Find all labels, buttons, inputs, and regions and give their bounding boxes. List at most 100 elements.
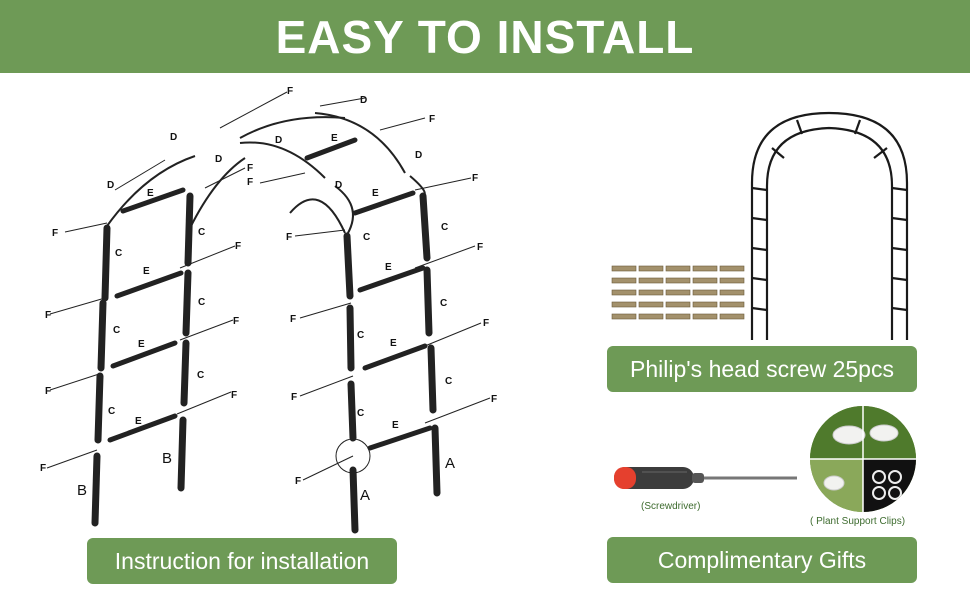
screw (719, 313, 745, 320)
label-c: C (113, 325, 120, 336)
screw-line (414, 245, 476, 269)
crossbar (110, 340, 178, 369)
label-f: F (429, 114, 435, 125)
label-f: F (45, 386, 51, 397)
leg-tube (180, 339, 190, 407)
screw (692, 277, 718, 284)
crossbar (357, 265, 426, 293)
screw-line (49, 297, 106, 315)
leg-tube (97, 299, 107, 372)
label-c: C (445, 376, 452, 387)
screw-line (204, 167, 246, 189)
screw (665, 277, 691, 284)
label-f: F (491, 394, 497, 405)
installation-diagram: F D F D D E D D D E F F D E F F C F C C … (40, 86, 497, 534)
screw (638, 301, 664, 308)
label-e: E (143, 266, 150, 277)
crossbar (107, 413, 178, 443)
label-f: F (287, 86, 293, 97)
label-e: E (385, 262, 392, 273)
screw (611, 313, 637, 320)
screw-line (64, 222, 108, 233)
screw-line (294, 229, 346, 237)
screw-line (46, 449, 98, 469)
leg-tube (347, 380, 357, 442)
plant-clips-image (810, 406, 916, 512)
label-f: F (290, 314, 296, 325)
screw (638, 265, 664, 272)
screw-line (379, 117, 426, 131)
leg-tube (423, 266, 433, 337)
leg-tube (94, 372, 104, 444)
screw (692, 301, 718, 308)
label-c: C (197, 370, 204, 381)
leg-tube (177, 416, 187, 492)
leg-tube (101, 224, 111, 302)
label-c: C (108, 406, 115, 417)
gifts-label: Complimentary Gifts (607, 537, 917, 583)
arch-segment (106, 155, 196, 227)
label-c: C (440, 298, 447, 309)
crossbar (367, 425, 433, 451)
header-banner: EASY TO INSTALL (0, 0, 970, 73)
label-c: C (198, 227, 205, 238)
screw-line (259, 172, 306, 184)
screw (719, 265, 745, 272)
leg-tube (349, 466, 359, 534)
screw-line (302, 455, 354, 481)
screw (665, 265, 691, 272)
label-f: F (247, 177, 253, 188)
screw (692, 265, 718, 272)
arch-segment (314, 112, 406, 174)
label-c: C (357, 408, 364, 419)
screwdriver-image (614, 467, 797, 489)
screw (692, 313, 718, 320)
label-d: D (415, 150, 422, 161)
label-d: D (170, 132, 177, 143)
clips-caption: ( Plant Support Clips) (810, 516, 906, 527)
label-f: F (231, 390, 237, 401)
arch-image (750, 111, 909, 340)
label-d: D (275, 135, 282, 146)
label-c: C (115, 248, 122, 259)
crossbar (120, 187, 186, 214)
label-f: F (472, 173, 478, 184)
screw (719, 289, 745, 296)
screw-line (319, 97, 366, 107)
screw-line (179, 319, 234, 341)
label-f: F (40, 463, 46, 474)
label-f: F (235, 241, 241, 252)
label-f: F (286, 232, 292, 243)
screw (611, 277, 637, 284)
screw (611, 265, 637, 272)
screw (665, 313, 691, 320)
label-e: E (372, 188, 379, 199)
detail-circle (335, 438, 371, 474)
screw-line (176, 391, 232, 415)
screw (665, 301, 691, 308)
screw-line (114, 159, 166, 191)
crossbar (352, 190, 416, 216)
label-a: A (360, 487, 370, 504)
label-f: F (295, 476, 301, 487)
screw (638, 313, 664, 320)
label-f: F (233, 316, 239, 327)
screws-image (611, 265, 745, 320)
screwdriver-caption: (Screwdriver) (641, 501, 701, 512)
leg-tube (184, 192, 194, 267)
label-b: B (162, 450, 172, 467)
label-e: E (138, 339, 145, 350)
arch-segment (189, 157, 246, 229)
leg-tube (419, 192, 431, 262)
label-f: F (291, 392, 297, 403)
screw (611, 301, 637, 308)
screw-line (414, 177, 472, 191)
label-b: B (77, 482, 87, 499)
label-f: F (52, 228, 58, 239)
screw-line (299, 375, 354, 397)
screw-line (424, 397, 491, 424)
screw-line (299, 302, 352, 319)
crossbar (304, 137, 358, 161)
label-d: D (107, 180, 114, 191)
label-f: F (477, 242, 483, 253)
